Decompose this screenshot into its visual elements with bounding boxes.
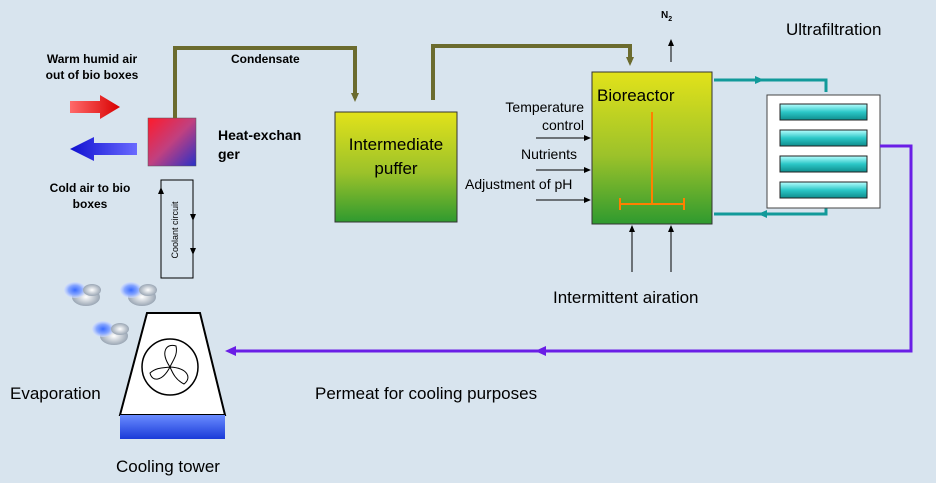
fan-icon [141, 338, 199, 396]
cold-air-arrow [70, 137, 137, 161]
return-from-ultrafiltration-line [714, 206, 828, 216]
permeate-line [225, 144, 913, 356]
condensate-label: Condensate [231, 52, 300, 66]
condensate-pipe [173, 46, 359, 118]
membrane-4 [779, 181, 868, 199]
intermediate-puffer-tank [334, 111, 458, 223]
membrane-2 [779, 129, 868, 147]
warm-air-label: Warm humid air out of bio boxes [45, 52, 139, 82]
temperature-control-label: Temperature control [505, 99, 584, 133]
cold-air-label: Cold air to bio boxes [49, 181, 131, 211]
heat-exchanger-label: Heat-exchanger [218, 127, 302, 162]
evaporation-label: Evaporation [10, 384, 101, 403]
n2-text: N [661, 10, 669, 21]
warm-air-arrow [70, 95, 120, 119]
bioreactor-label: Bioreactor [597, 86, 675, 105]
membrane-1 [779, 103, 868, 121]
intermediate-puffer-label: Intermediate puffer [348, 135, 444, 178]
ph-adjustment-label: Adjustment of pH [465, 176, 573, 192]
cooling-tower-basin [120, 415, 225, 439]
n2-label: N2 [661, 8, 672, 28]
vapor-cloud-icon [120, 282, 157, 306]
n2-subscript: 2 [668, 16, 673, 23]
stirrer [619, 112, 685, 210]
vapor-cloud-icon [64, 282, 101, 306]
coolant-circuit-label: Coolant circuit [170, 201, 180, 259]
vapor-cloud-icon [92, 321, 129, 345]
membrane-3 [779, 155, 868, 173]
intermittent-airation-label: Intermittent airation [553, 288, 699, 307]
permeat-label: Permeat for cooling purposes [315, 384, 538, 403]
nutrients-label: Nutrients [521, 146, 578, 162]
cooling-tower-label: Cooling tower [116, 457, 220, 476]
puffer-to-bioreactor-pipe [431, 44, 634, 100]
ultrafiltration-label: Ultrafiltration [786, 20, 882, 39]
feed-to-ultrafiltration-line [714, 78, 828, 92]
heat-exchanger-block [147, 117, 197, 167]
